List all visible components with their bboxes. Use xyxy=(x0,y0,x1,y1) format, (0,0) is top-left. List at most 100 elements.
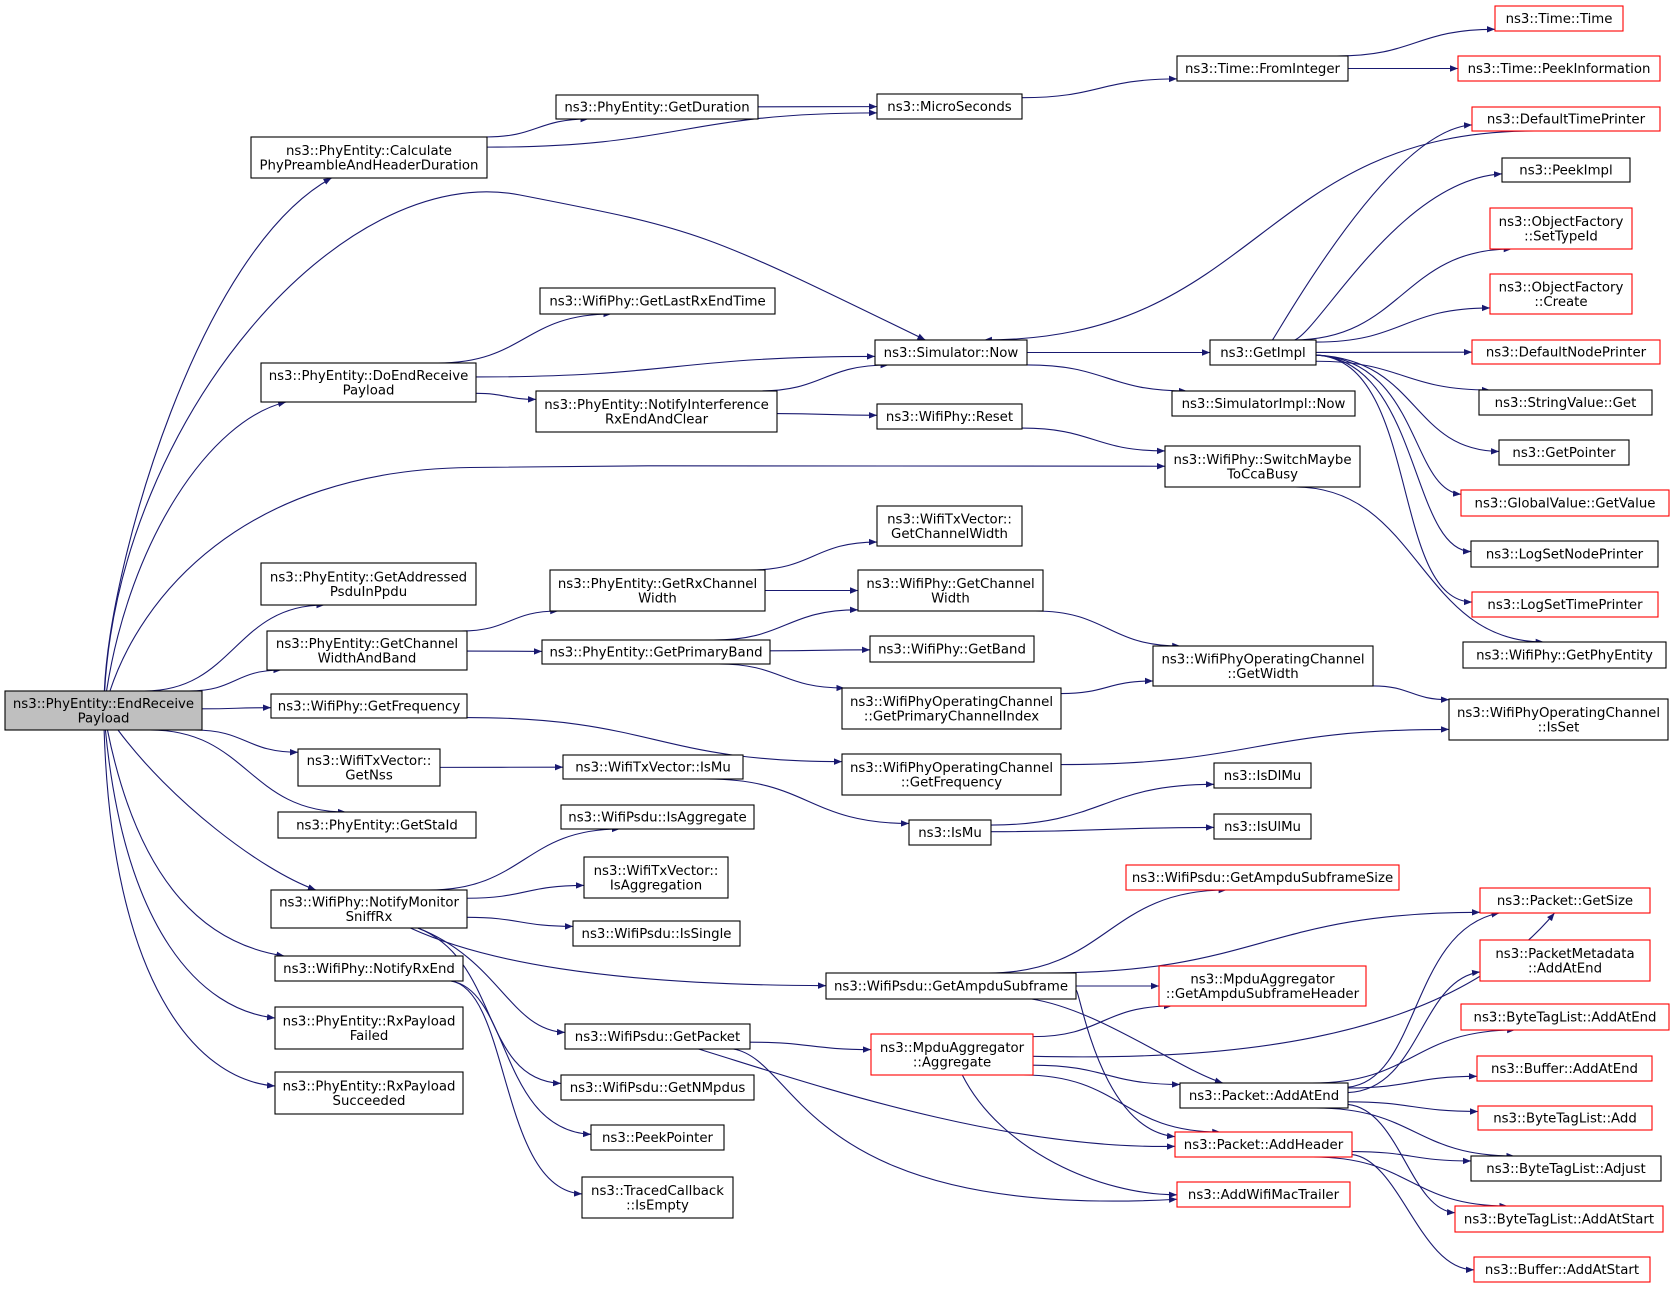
node-getimpl[interactable]: ns3::GetImpl xyxy=(1209,339,1317,366)
node-getfreq[interactable]: ns3::WifiPhy::GetFrequency xyxy=(270,693,468,719)
node-wifitrailer[interactable]: ns3::AddWifiMacTrailer xyxy=(1176,1181,1351,1208)
node-box xyxy=(549,569,766,612)
node-simimplnow[interactable]: ns3::SimulatorImpl::Now xyxy=(1171,390,1356,417)
edge-root-to-getnss xyxy=(194,729,299,756)
edge-mpduagg-to-mpdusubhdr xyxy=(1032,1002,1172,1038)
node-btladd[interactable]: ns3::ByteTagList::Add xyxy=(1477,1105,1653,1131)
node-getnmpdus[interactable]: ns3::WifiPsdu::GetNMpdus xyxy=(560,1074,755,1101)
node-isulmu[interactable]: ns3::IsUlMu xyxy=(1213,813,1312,840)
node-opisset[interactable]: ns3::WifiPhyOperatingChannel::IsSet xyxy=(1448,698,1669,741)
node-deftp[interactable]: ns3::DefaultTimePrinter xyxy=(1471,106,1661,132)
node-strget[interactable]: ns3::StringValue::Get xyxy=(1478,389,1653,416)
node-bufstart[interactable]: ns3::Buffer::AddAtStart xyxy=(1473,1256,1651,1283)
node-label: ::SetTypeId xyxy=(1524,229,1598,244)
edge-root-to-getfreq xyxy=(201,704,272,711)
node-label: ns3::LogSetTimePrinter xyxy=(1487,598,1643,613)
node-opfreq[interactable]: ns3::WifiPhyOperatingChannel::GetFrequen… xyxy=(841,753,1062,796)
node-box xyxy=(270,889,468,929)
edge-root-to-notifrxend xyxy=(106,729,285,958)
node-opwidth[interactable]: ns3::WifiPhyOperatingChannel::GetWidth xyxy=(1152,645,1374,687)
node-bufaddend[interactable]: ns3::Buffer::AddAtEnd xyxy=(1476,1055,1653,1082)
node-ofst[interactable]: ns3::ObjectFactory::SetTypeId xyxy=(1489,207,1633,250)
node-defnp[interactable]: ns3::DefaultNodePrinter xyxy=(1471,339,1661,365)
node-issingle[interactable]: ns3::WifiPsdu::IsSingle xyxy=(572,920,741,947)
node-phychw[interactable]: ns3::WifiPhy::GetChannelWidth xyxy=(857,569,1044,612)
node-btladdend[interactable]: ns3::ByteTagList::AddAtEnd xyxy=(1460,1003,1670,1031)
edge-getimpl-to-gvget xyxy=(1315,354,1462,497)
node-peekinfo[interactable]: ns3::Time::PeekInformation xyxy=(1457,55,1661,82)
edge-notifmon-to-getpacket xyxy=(417,927,566,1036)
edge-layer xyxy=(103,26,1555,1274)
edge-primband-to-getband xyxy=(769,646,871,654)
edge-phychw-to-opwidth xyxy=(1035,610,1181,650)
node-txchw[interactable]: ns3::WifiTxVector::GetChannelWidth xyxy=(876,505,1023,547)
node-isdlmu[interactable]: ns3::IsDlMu xyxy=(1213,762,1312,789)
node-peekimpl[interactable]: ns3::PeekImpl xyxy=(1501,157,1631,183)
node-txisagg[interactable]: ns3::WifiTxVector::IsAggregation xyxy=(583,856,729,899)
node-notifint[interactable]: ns3::PhyEntity::NotifyInterferenceRxEndA… xyxy=(535,390,778,433)
node-getnss[interactable]: ns3::WifiTxVector::GetNss xyxy=(297,748,441,787)
node-calc[interactable]: ns3::PhyEntity::CalculatePhyPreambleAndH… xyxy=(250,136,488,179)
node-gvget[interactable]: ns3::GlobalValue::GetValue xyxy=(1460,489,1670,517)
node-primband[interactable]: ns3::PhyEntity::GetPrimaryBand xyxy=(541,639,771,665)
node-tcbempty[interactable]: ns3::TracedCallback::IsEmpty xyxy=(581,1176,734,1219)
node-label: ns3::Packet::AddAtEnd xyxy=(1189,1089,1339,1104)
node-simnow[interactable]: ns3::Simulator::Now xyxy=(874,339,1028,366)
node-label: Failed xyxy=(350,1029,389,1044)
node-getstaid[interactable]: ns3::PhyEntity::GetStaId xyxy=(277,811,477,839)
edge-notifint-to-reset xyxy=(776,412,878,419)
node-getdur[interactable]: ns3::PhyEntity::GetDuration xyxy=(555,94,759,120)
edge-getampdu-to-pkthdr xyxy=(1075,989,1176,1140)
node-box xyxy=(1209,339,1317,366)
node-getphyent[interactable]: ns3::WifiPhy::GetPhyEntity xyxy=(1462,641,1667,669)
node-lastrx[interactable]: ns3::WifiPhy::GetLastRxEndTime xyxy=(539,287,776,315)
node-btlstart[interactable]: ns3::ByteTagList::AddAtStart xyxy=(1454,1205,1664,1233)
node-getband[interactable]: ns3::WifiPhy::GetBand xyxy=(869,635,1035,663)
node-box xyxy=(876,505,1023,547)
node-pkthdr[interactable]: ns3::Packet::AddHeader xyxy=(1174,1131,1353,1158)
node-time[interactable]: ns3::Time::Time xyxy=(1494,5,1624,32)
node-isagg[interactable]: ns3::WifiPsdu::IsAggregate xyxy=(560,804,755,830)
node-box xyxy=(4,690,203,731)
node-mpdusubhdr[interactable]: ns3::MpduAggregator::GetAmpduSubframeHea… xyxy=(1158,965,1367,1007)
edge-getpacket-to-mpduagg xyxy=(749,1041,872,1053)
edge-getimpl-to-peekimpl xyxy=(1294,171,1503,341)
node-box xyxy=(260,362,477,403)
edge-getpacket-to-wifitrailer xyxy=(733,1048,1178,1203)
node-ismu[interactable]: ns3::IsMu xyxy=(908,819,992,846)
node-box xyxy=(1501,157,1631,183)
node-lognp[interactable]: ns3::LogSetNodePrinter xyxy=(1470,540,1659,568)
node-notifrxend[interactable]: ns3::WifiPhy::NotifyRxEnd xyxy=(274,955,464,982)
node-txismu[interactable]: ns3::WifiTxVector::IsMu xyxy=(562,754,744,780)
edge-root-to-calc xyxy=(103,177,332,692)
node-btladj[interactable]: ns3::ByteTagList::Adjust xyxy=(1470,1155,1662,1182)
node-peekptr[interactable]: ns3::PeekPointer xyxy=(590,1124,725,1151)
node-pktsize[interactable]: ns3::Packet::GetSize xyxy=(1479,887,1651,914)
node-ofcr[interactable]: ns3::ObjectFactory::Create xyxy=(1489,273,1633,315)
node-opprim[interactable]: ns3::WifiPhyOperatingChannel::GetPrimary… xyxy=(841,687,1062,730)
node-pktaddend[interactable]: ns3::Packet::AddAtEnd xyxy=(1179,1082,1349,1109)
node-box xyxy=(841,687,1062,730)
node-getptr[interactable]: ns3::GetPointer xyxy=(1498,439,1630,466)
edge-getchwb-to-getrxchw xyxy=(461,607,559,632)
node-getampdu[interactable]: ns3::WifiPsdu::GetAmpduSubframe xyxy=(825,972,1077,1000)
node-fromint[interactable]: ns3::Time::FromInteger xyxy=(1176,55,1349,82)
node-micro[interactable]: ns3::MicroSeconds xyxy=(876,93,1023,120)
node-reset[interactable]: ns3::WifiPhy::Reset xyxy=(876,403,1023,430)
node-label: ns3::ObjectFactory xyxy=(1499,215,1624,230)
node-logtp[interactable]: ns3::LogSetTimePrinter xyxy=(1471,591,1659,618)
node-ampdusize[interactable]: ns3::WifiPsdu::GetAmpduSubframeSize xyxy=(1125,864,1400,891)
node-mpduagg[interactable]: ns3::MpduAggregator::Aggregate xyxy=(870,1033,1034,1076)
node-pmaddend[interactable]: ns3::PacketMetadata::AddAtEnd xyxy=(1479,939,1651,982)
node-getpacket[interactable]: ns3::WifiPsdu::GetPacket xyxy=(564,1023,751,1050)
node-box xyxy=(1164,445,1361,488)
